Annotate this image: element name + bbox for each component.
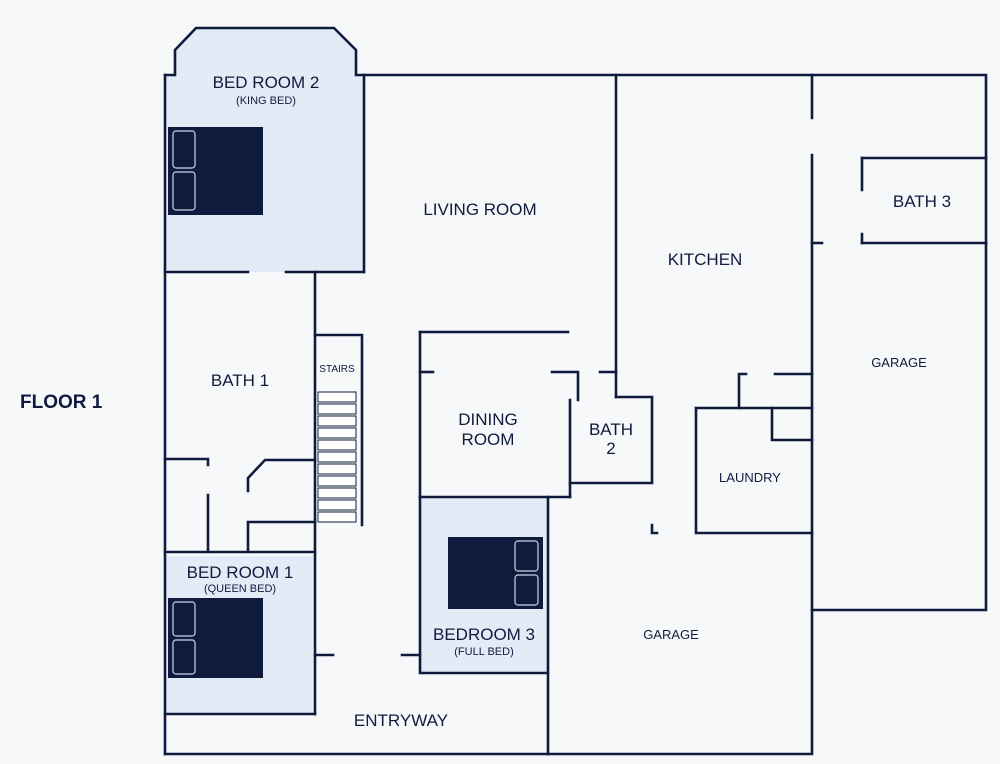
entryway-label: ENTRYWAY (354, 711, 448, 730)
laundry-label: LAUNDRY (719, 470, 781, 485)
living-room-label: LIVING ROOM (423, 200, 536, 219)
bed-icon (168, 127, 263, 215)
bed-icon (448, 537, 543, 609)
bedroom-3-note: (FULL BED) (454, 646, 514, 658)
bath-1-label: BATH 1 (211, 371, 269, 390)
dining-room-label-line2: ROOM (462, 430, 515, 449)
stairs-icon (317, 391, 357, 523)
kitchen-label: KITCHEN (668, 250, 743, 269)
garage-bottom-label: GARAGE (643, 627, 699, 642)
bedroom-3-label: BEDROOM 3 (433, 625, 535, 644)
walls (163, 26, 988, 756)
dining-room-label-line1: DINING (458, 410, 518, 429)
bed-icon (168, 598, 263, 678)
floor-label: FLOOR 1 (20, 392, 103, 413)
bath-3-label: BATH 3 (893, 192, 951, 211)
bedroom-2-label: BED ROOM 2 (213, 73, 320, 92)
bedroom-2-note: (KING BED) (236, 95, 296, 107)
bedroom-1-label: BED ROOM 1 (187, 563, 294, 582)
bath-2-label-line2: 2 (606, 439, 615, 458)
garage-right-label: GARAGE (871, 355, 927, 370)
stairs-label: STAIRS (319, 364, 355, 375)
bath-2-label-line1: BATH (589, 420, 633, 439)
bedroom-1-note: (QUEEN BED) (204, 583, 276, 595)
